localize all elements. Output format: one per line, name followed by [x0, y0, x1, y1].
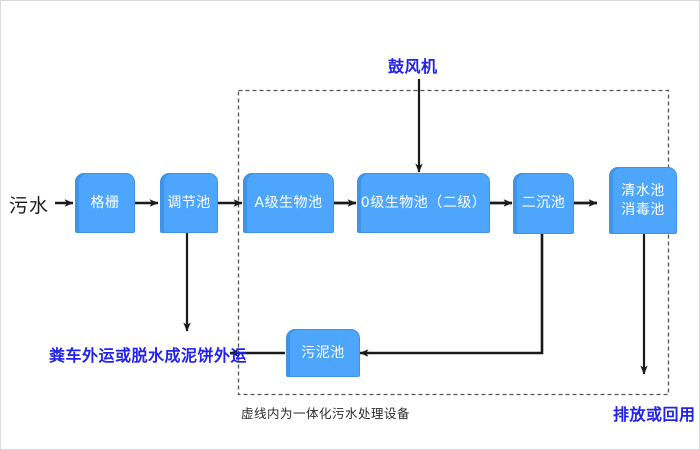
integrated-equipment-boundary	[237, 89, 670, 396]
node-sludge-tank-label: 污泥池	[301, 344, 345, 361]
node-a-stage[interactable]: A级生物池	[243, 173, 334, 233]
node-secondary-settling[interactable]: 二沉池	[513, 173, 574, 234]
node-regulate[interactable]: 调节池	[160, 173, 218, 233]
node-sludge-tank[interactable]: 污泥池	[286, 329, 360, 377]
inlet-label: 污水	[9, 195, 50, 217]
node-a-stage-label: A级生物池	[254, 194, 323, 211]
arrow-secondary-to-sludge-tank	[359, 234, 544, 357]
node-clearwater-label-line1: 清水池	[621, 183, 665, 200]
blower-label: 鼓风机	[388, 57, 438, 76]
node-grid-label: 格栅	[90, 194, 120, 211]
node-o-stage[interactable]: 0级生物池（二级）	[357, 173, 490, 233]
sludge-disposal-label: 粪车外运或脱水成泥饼外运	[49, 346, 248, 365]
node-clearwater[interactable]: 清水池 消毒池	[609, 167, 677, 234]
node-clearwater-label-line2: 消毒池	[621, 201, 665, 218]
node-o-stage-label: 0级生物池（二级）	[360, 194, 487, 211]
node-regulate-label: 调节池	[167, 194, 211, 211]
boundary-caption: 虚线内为一体化污水处理设备	[241, 406, 411, 421]
node-secondary-settling-label: 二沉池	[521, 195, 566, 212]
discharge-reuse-label: 排放或回用	[613, 405, 696, 424]
node-grid[interactable]: 格栅	[75, 173, 135, 233]
